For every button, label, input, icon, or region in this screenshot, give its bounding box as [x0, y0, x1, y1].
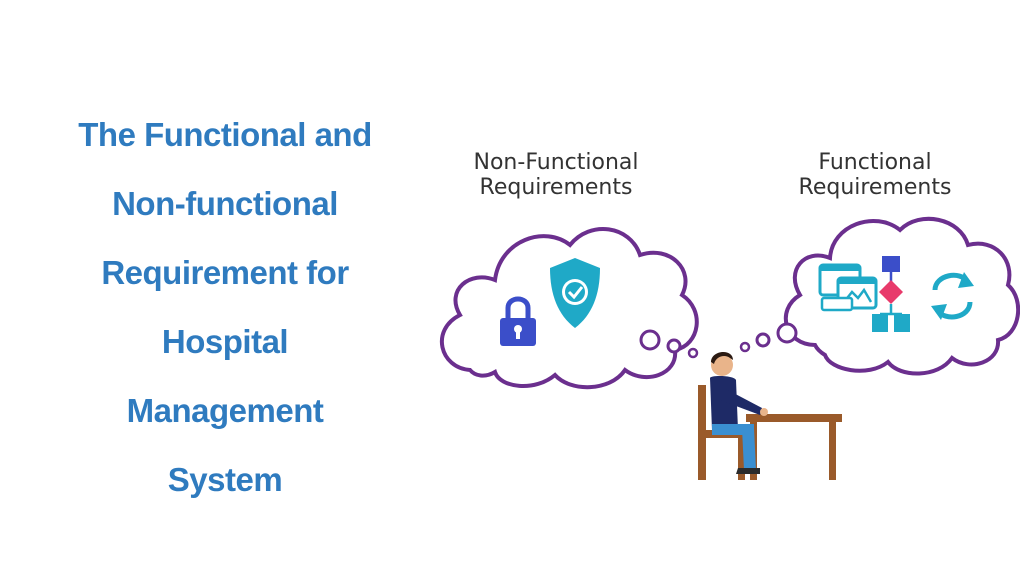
functional-requirements-label: Functional Requirements	[798, 150, 952, 200]
left-thought-bubbles	[639, 329, 699, 359]
flowchart-icon	[872, 256, 910, 332]
slide-title: The Functional and Non-functional Requir…	[40, 100, 410, 514]
non-functional-requirements-label: Non-Functional Requirements	[473, 150, 639, 200]
title-line: The Functional and	[78, 116, 372, 153]
lock-icon	[500, 296, 536, 346]
right-thought-cloud	[783, 216, 1020, 376]
right-thought-bubbles	[739, 322, 798, 353]
title-line: Non-functional	[112, 185, 338, 222]
title-line: System	[167, 461, 283, 498]
title-line: Requirement for	[101, 254, 349, 291]
left-thought-cloud	[440, 227, 699, 390]
shield-check-icon	[550, 258, 600, 328]
refresh-cycle-icon	[931, 272, 974, 320]
title-line: Management	[126, 392, 324, 429]
requirements-illustration: Non-Functional Requirements Functional R…	[420, 130, 1020, 490]
illustration-graphic	[440, 216, 1020, 480]
title-line: Hospital	[161, 323, 289, 360]
person-at-desk	[698, 351, 842, 480]
interface-windows-icon	[818, 263, 878, 312]
